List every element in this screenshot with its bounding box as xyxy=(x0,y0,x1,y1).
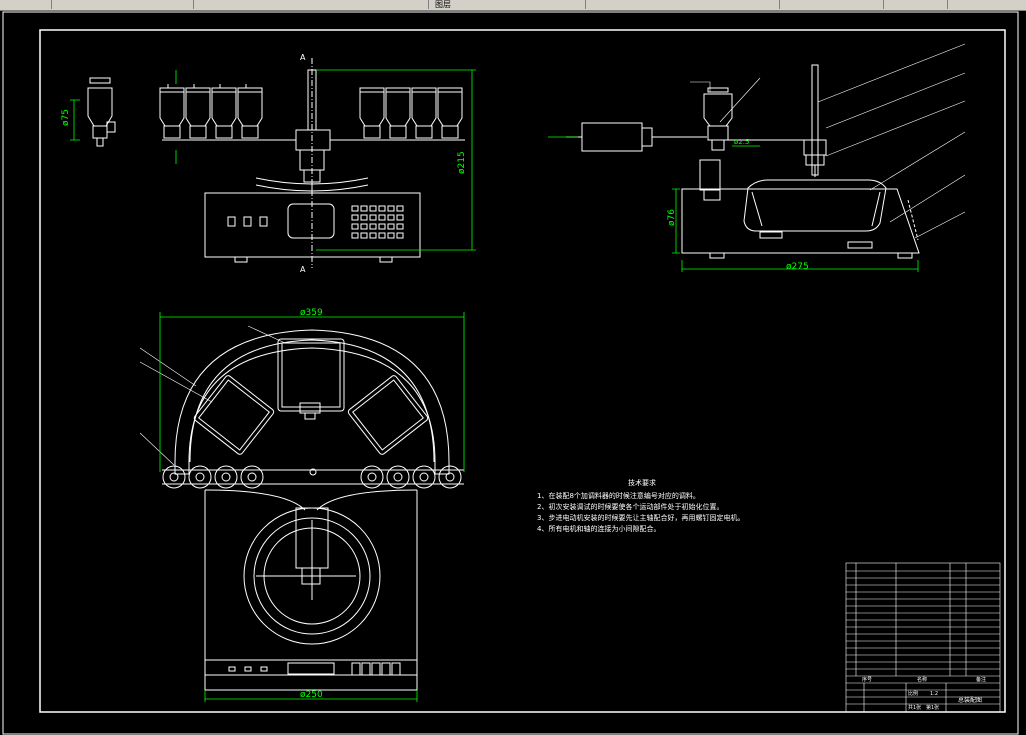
notes-title: 技术要求 xyxy=(628,479,656,487)
single-hopper-detail xyxy=(87,77,116,147)
title-scale-label: 比例 xyxy=(908,690,918,697)
note-item: 3、步进电动机安装的时候要先让主轴配合好，再用螺钉固定电机。 xyxy=(537,514,745,522)
side-base xyxy=(681,179,920,259)
dim-front-width: ø250 xyxy=(300,690,323,700)
dim-plan-width: ø359 xyxy=(300,308,323,318)
side-elevation xyxy=(566,64,920,259)
toolbar-segment[interactable] xyxy=(370,0,429,9)
plan-view xyxy=(162,329,464,691)
title-col-name: 名称 xyxy=(917,676,927,683)
toolbar-segment[interactable] xyxy=(0,0,52,9)
title-sheet-a: 共1张 xyxy=(908,704,921,711)
toolbar-segment[interactable] xyxy=(50,0,194,9)
drawing-border-outer xyxy=(2,11,1019,735)
central-spindle xyxy=(280,69,342,192)
front-dimensions xyxy=(70,69,476,251)
right-hopper-row xyxy=(340,87,465,141)
toolbar-segment[interactable] xyxy=(586,0,780,9)
layer-dropdown[interactable]: 图层 xyxy=(432,0,586,9)
dim-front-height: ø215 xyxy=(457,151,467,174)
title-col-note: 备注 xyxy=(976,676,986,683)
container-left xyxy=(193,375,275,455)
plan-leaders xyxy=(139,325,286,466)
container-right xyxy=(347,375,429,455)
technical-requirements: 技术要求 1、在装配8个加调料器的时候注意编号对应的调料。 2、初次安装调试的时… xyxy=(537,478,747,535)
title-col-seq: 序号 xyxy=(862,676,872,683)
drawing-frame xyxy=(39,29,1006,713)
control-box xyxy=(204,192,421,263)
plan-outer-arc xyxy=(174,329,450,475)
side-leaders xyxy=(690,43,966,239)
note-item: 2、初次安装调试的时候要使各个运动部件处于初始化位置。 xyxy=(537,503,724,511)
side-hopper xyxy=(703,87,733,151)
title-sheet-b: 第1张 xyxy=(926,704,939,711)
title-scale-value: 1:2 xyxy=(930,691,938,697)
section-label-a-bottom: A xyxy=(300,265,306,274)
toolbar-strip: 图层 xyxy=(0,0,1026,11)
section-label-a-top: A xyxy=(300,53,306,62)
note-item: 4、所有电机和轴的连接为小间隙配合。 xyxy=(537,525,661,533)
note-item: 1、在装配8个加调料器的时候注意编号对应的调料。 xyxy=(537,492,700,500)
title-block-grid xyxy=(845,562,1001,713)
side-dimensions xyxy=(548,136,919,272)
toolbar-segment[interactable] xyxy=(780,0,884,9)
keypad xyxy=(351,205,404,239)
dim-side-height: ø76 xyxy=(667,209,677,226)
dim-hopper-dia: ø75 xyxy=(61,109,71,126)
left-hopper-row xyxy=(159,84,280,141)
dim-elev-small: ø2.5 xyxy=(734,138,749,146)
plan-rollers xyxy=(162,465,464,489)
toolbar-segment[interactable] xyxy=(884,0,948,9)
plan-dimensions xyxy=(159,312,465,702)
container-center xyxy=(277,338,345,420)
drawing-canvas[interactable]: A A ø215 ø75 xyxy=(0,10,1026,735)
front-elevation xyxy=(87,58,465,268)
title-drawing-name: 总装配图 xyxy=(958,696,982,704)
plan-front-panel xyxy=(205,659,417,676)
dim-side-width: ø275 xyxy=(786,262,809,272)
